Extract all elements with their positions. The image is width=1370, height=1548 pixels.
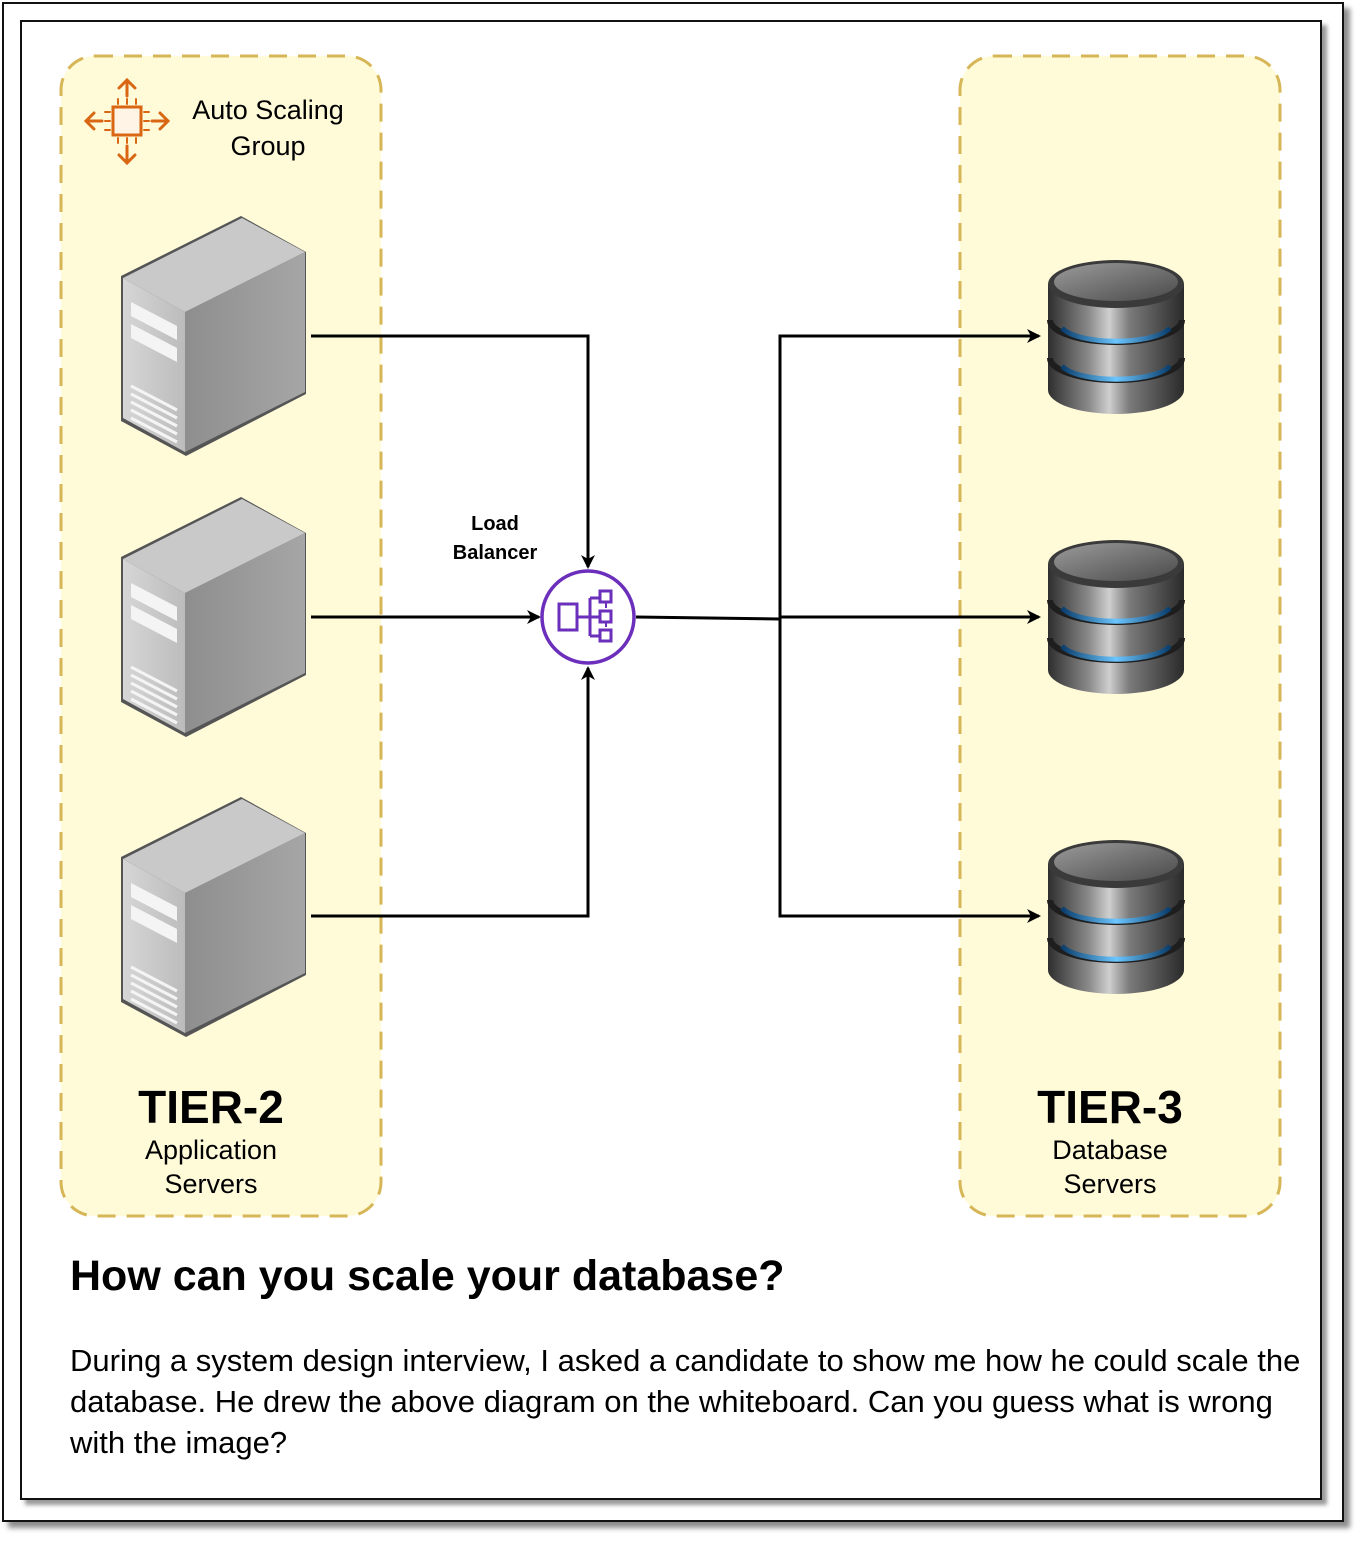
tier2-title: TIER-2 (138, 1081, 284, 1133)
database-icon (1048, 260, 1184, 414)
tier3-subtitle: Database Servers (950, 1133, 1270, 1201)
load-balancer-label: Load Balancer (430, 510, 560, 568)
database-icon (1048, 540, 1184, 694)
tier2-subtitle-line2: Servers (164, 1169, 258, 1199)
connector-server3-lb (311, 666, 595, 918)
load-balancer-label-line1: Load (471, 513, 519, 535)
tier3-subtitle-line1: Database (1052, 1135, 1168, 1165)
auto-scaling-icon (83, 77, 171, 166)
connector-lb-db3 (778, 619, 1041, 923)
load-balancer-icon (540, 569, 636, 665)
question-heading: How can you scale your database? (70, 1252, 785, 1300)
auto-scaling-label-line2: Group (230, 131, 306, 161)
tier2-subtitle: Application Servers (51, 1133, 371, 1201)
tier2-subtitle-line1: Application (144, 1135, 278, 1165)
auto-scaling-label-line1: Auto Scaling (192, 95, 344, 125)
auto-scaling-label: Auto Scaling Group (180, 92, 356, 164)
load-balancer-label-line2: Balancer (452, 542, 538, 564)
tier3-subtitle-line2: Servers (1063, 1169, 1157, 1199)
connector-server1-lb (311, 334, 595, 569)
question-body: During a system design interview, I aske… (70, 1343, 1301, 1460)
connector-lb-db1 (778, 329, 1041, 619)
database-icon (1048, 840, 1184, 994)
connector-lb-bus (635, 615, 781, 621)
tier3-title: TIER-3 (1037, 1081, 1183, 1133)
